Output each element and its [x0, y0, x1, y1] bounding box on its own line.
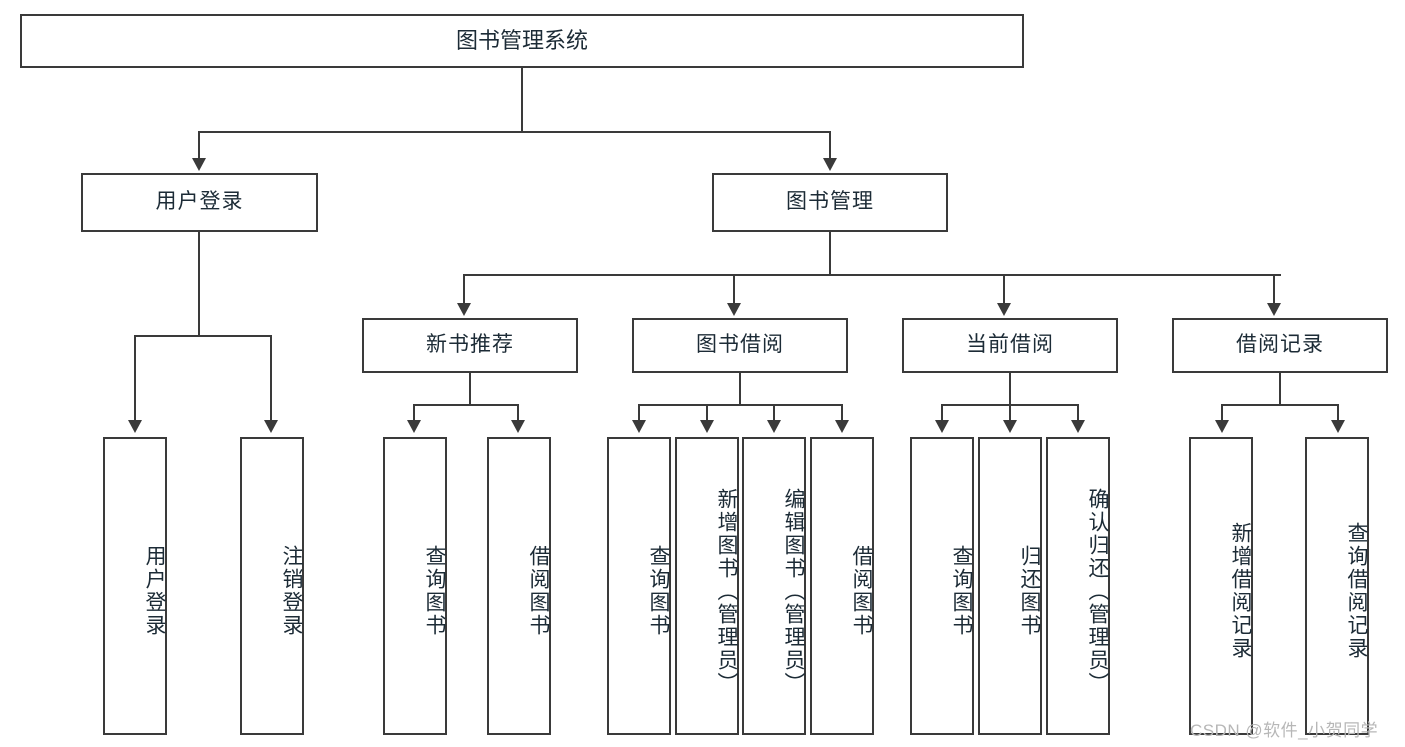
connector-bb-drop-3 — [773, 404, 775, 422]
node-label: 借阅图书 — [527, 545, 550, 637]
connector-root-to-book-manage — [829, 131, 831, 160]
connector-bm-drop-2 — [733, 274, 735, 305]
leaf-confirm-return[interactable]: 确认归还（管理员） — [1046, 437, 1110, 735]
arrowhead-leaf-query-book-2 — [632, 420, 646, 433]
leaf-user-login[interactable]: 用户登录 — [103, 437, 167, 735]
connector-cb-drop-3 — [1077, 404, 1079, 422]
node-book-manage[interactable]: 图书管理 — [712, 173, 948, 232]
leaf-borrow-book-2[interactable]: 借阅图书 — [810, 437, 874, 735]
arrowhead-user-login — [192, 158, 206, 171]
arrowhead-new-book-recommend — [457, 303, 471, 316]
connector-bb-drop-2 — [706, 404, 708, 422]
connector-nbr-drop-1 — [413, 404, 415, 422]
arrowhead-book-manage — [823, 158, 837, 171]
connector-bb-drop-1 — [638, 404, 640, 422]
leaf-add-record[interactable]: 新增借阅记录 — [1189, 437, 1253, 735]
connector-bb-bus — [638, 404, 843, 406]
connector-nbr-bus — [413, 404, 518, 406]
connector-br-drop-1 — [1221, 404, 1223, 422]
arrowhead-leaf-confirm-return — [1071, 420, 1085, 433]
connector-user-login-drop-2 — [270, 335, 272, 422]
arrowhead-leaf-query-book-1 — [407, 420, 421, 433]
node-label: 借阅记录 — [1236, 333, 1324, 357]
node-book-borrow[interactable]: 图书借阅 — [632, 318, 848, 373]
connector-cb-drop-2 — [1009, 404, 1011, 422]
connector-br-drop-2 — [1337, 404, 1339, 422]
node-label: 查询图书 — [647, 545, 670, 637]
leaf-logout-login[interactable]: 注销登录 — [240, 437, 304, 735]
node-label: 新增借阅记录 — [1229, 522, 1252, 660]
leaf-query-book-1[interactable]: 查询图书 — [383, 437, 447, 735]
arrowhead-leaf-add-book — [700, 420, 714, 433]
arrowhead-leaf-edit-book — [767, 420, 781, 433]
connector-br-bus — [1221, 404, 1338, 406]
node-label: 借阅图书 — [850, 545, 873, 637]
node-root-system[interactable]: 图书管理系统 — [20, 14, 1024, 68]
leaf-return-book[interactable]: 归还图书 — [978, 437, 1042, 735]
connector-nbr-drop-2 — [517, 404, 519, 422]
connector-user-login-bus — [134, 335, 271, 337]
node-new-book-recommend[interactable]: 新书推荐 — [362, 318, 578, 373]
node-label: 查询借阅记录 — [1345, 522, 1368, 660]
leaf-edit-book[interactable]: 编辑图书（管理员） — [742, 437, 806, 735]
arrowhead-leaf-add-record — [1215, 420, 1229, 433]
node-label: 新增图书（管理员） — [715, 487, 738, 695]
leaf-add-book[interactable]: 新增图书（管理员） — [675, 437, 739, 735]
connector-cb-drop-1 — [941, 404, 943, 422]
node-label: 当前借阅 — [966, 333, 1054, 357]
connector-bm-drop-1 — [463, 274, 465, 305]
connector-bm-drop-3 — [1003, 274, 1005, 305]
node-current-borrow[interactable]: 当前借阅 — [902, 318, 1118, 373]
node-label: 图书借阅 — [696, 333, 784, 357]
connector-bb-stem — [739, 373, 741, 404]
connector-root-stem — [521, 68, 523, 131]
node-label: 归还图书 — [1018, 545, 1041, 637]
leaf-query-book-3[interactable]: 查询图书 — [910, 437, 974, 735]
node-label: 图书管理系统 — [455, 28, 588, 54]
arrowhead-book-borrow — [727, 303, 741, 316]
connector-bm-drop-4 — [1273, 274, 1275, 305]
node-label: 编辑图书（管理员） — [782, 487, 805, 695]
node-label: 注销登录 — [280, 545, 303, 637]
connector-br-stem — [1279, 373, 1281, 404]
connector-book-manage-stem — [829, 232, 831, 274]
arrowhead-leaf-borrow-book-2 — [835, 420, 849, 433]
node-borrow-record[interactable]: 借阅记录 — [1172, 318, 1388, 373]
arrowhead-leaf-logout-login — [264, 420, 278, 433]
connector-root-bus — [198, 131, 831, 133]
csdn-watermark: CSDN @软件_小贺同学 — [1190, 721, 1379, 740]
node-label: 确认归还（管理员） — [1086, 487, 1109, 695]
node-label: 图书管理 — [786, 190, 874, 214]
node-user-login[interactable]: 用户登录 — [81, 173, 318, 232]
connector-nbr-stem — [469, 373, 471, 404]
connector-user-login-drop-1 — [134, 335, 136, 422]
arrowhead-leaf-user-login — [128, 420, 142, 433]
connector-root-to-user-login — [198, 131, 200, 160]
connector-book-manage-bus — [463, 274, 1281, 276]
connector-bb-drop-4 — [841, 404, 843, 422]
arrowhead-leaf-query-record — [1331, 420, 1345, 433]
node-label: 查询图书 — [950, 545, 973, 637]
node-label: 新书推荐 — [426, 333, 514, 357]
leaf-query-book-2[interactable]: 查询图书 — [607, 437, 671, 735]
arrowhead-leaf-query-book-3 — [935, 420, 949, 433]
arrowhead-leaf-return-book — [1003, 420, 1017, 433]
leaf-borrow-book-1[interactable]: 借阅图书 — [487, 437, 551, 735]
arrowhead-borrow-record — [1267, 303, 1281, 316]
leaf-query-record[interactable]: 查询借阅记录 — [1305, 437, 1369, 735]
arrowhead-leaf-borrow-book-1 — [511, 420, 525, 433]
node-label: 查询图书 — [423, 545, 446, 637]
node-label: 用户登录 — [143, 545, 166, 637]
connector-cb-stem — [1009, 373, 1011, 404]
arrowhead-current-borrow — [997, 303, 1011, 316]
node-label: 用户登录 — [155, 190, 244, 214]
connector-user-login-stem — [198, 232, 200, 335]
